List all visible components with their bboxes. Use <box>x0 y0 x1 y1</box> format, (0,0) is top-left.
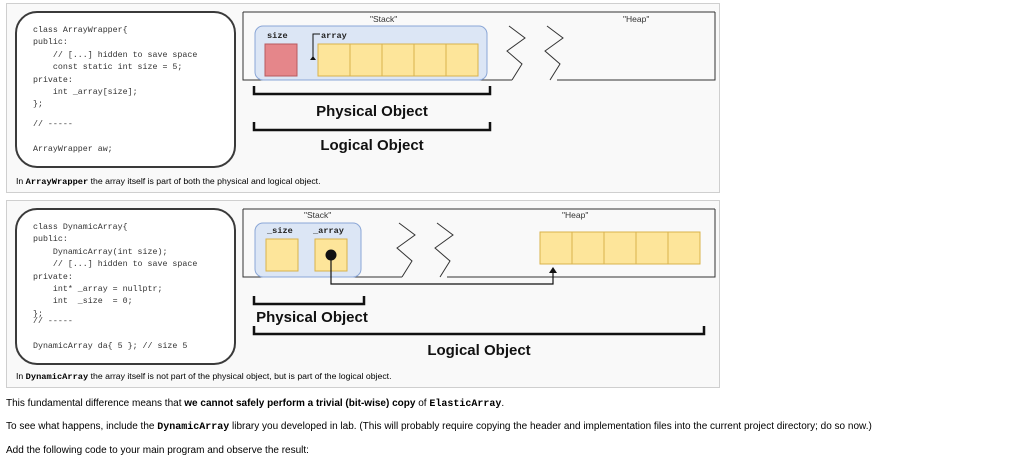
logical-object-label: Logical Object <box>427 342 530 359</box>
code-snippet: class DynamicArray{ public: DynamicArray… <box>33 223 198 319</box>
array-cell <box>667 231 701 265</box>
size-field-label: size <box>267 31 288 41</box>
pointer-arrow <box>330 255 554 285</box>
memory-break-zigzag <box>434 222 454 278</box>
array-field-label: _array <box>312 226 344 236</box>
array-cell <box>603 231 637 265</box>
stack-label: "Stack" <box>370 14 397 24</box>
heap-label: "Heap" <box>562 210 588 220</box>
logical-object-label: Logical Object <box>320 137 423 154</box>
size-cell <box>265 238 299 272</box>
paragraph-add-code: Add the following code to your main prog… <box>6 445 309 456</box>
array-cell <box>539 231 573 265</box>
size-field-label: _size <box>266 226 293 236</box>
figure-caption: In DynamicArray the array itself is not … <box>16 371 392 382</box>
heap-array-cells <box>539 231 701 265</box>
figure-array-wrapper: class ArrayWrapper{ public: // [...] hid… <box>6 3 720 193</box>
array-cell <box>381 43 415 77</box>
code-box: class DynamicArray{ public: DynamicArray… <box>15 208 236 365</box>
code-snippet-tail: // ----- DynamicArray da{ 5 }; // size 5 <box>33 316 188 351</box>
figure-caption: In ArrayWrapper the array itself is part… <box>16 176 321 187</box>
array-cells <box>317 43 479 77</box>
array-cell <box>635 231 669 265</box>
physical-object-brace <box>252 296 366 306</box>
logical-object-brace <box>252 122 492 132</box>
heap-label: "Heap" <box>623 14 649 24</box>
logical-object-brace <box>252 326 706 336</box>
physical-object-label: Physical Object <box>256 309 368 326</box>
array-cell <box>413 43 447 77</box>
memory-diagram: "Stack" "Heap" _size _array Physical Obj… <box>242 208 716 359</box>
physical-object-brace <box>252 86 492 96</box>
array-cell <box>571 231 605 265</box>
stack-label: "Stack" <box>304 210 331 220</box>
code-snippet: class ArrayWrapper{ public: // [...] hid… <box>33 26 198 110</box>
code-snippet-tail: // ----- ArrayWrapper aw; <box>33 119 113 154</box>
physical-object-label: Physical Object <box>316 103 428 120</box>
code-box: class ArrayWrapper{ public: // [...] hid… <box>15 11 236 168</box>
size-cell <box>264 43 298 77</box>
array-cell <box>349 43 383 77</box>
figure-dynamic-array: class DynamicArray{ public: DynamicArray… <box>6 200 720 388</box>
memory-break-zigzag <box>544 25 564 81</box>
memory-diagram: "Stack" "Heap" size array Physical Objec… <box>242 11 716 154</box>
memory-break-zigzag <box>506 25 526 81</box>
paragraph-include-library: To see what happens, include the Dynamic… <box>6 421 872 433</box>
array-field-label: array <box>321 31 347 41</box>
memory-break-zigzag <box>396 222 416 278</box>
paragraph-copy-warning: This fundamental difference means that w… <box>6 398 505 410</box>
array-cell <box>445 43 479 77</box>
array-cell <box>317 43 351 77</box>
